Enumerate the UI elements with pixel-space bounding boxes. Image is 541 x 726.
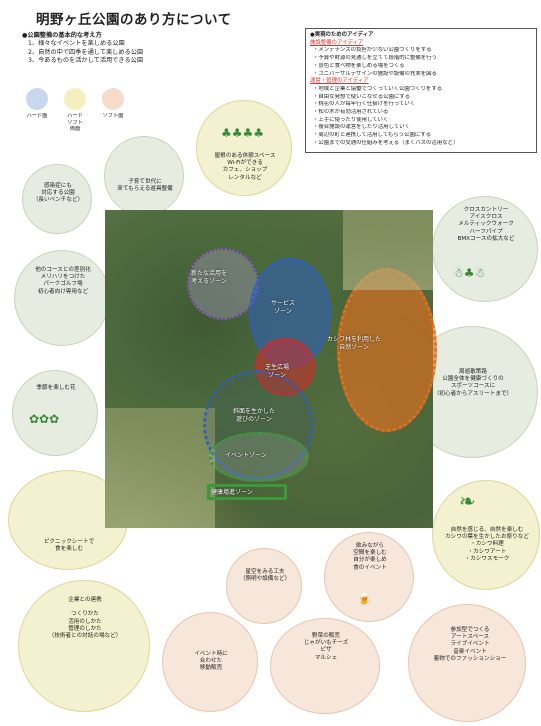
- page-title: 明野ヶ丘公園のあり方について: [36, 12, 232, 28]
- beer-icon: 🍺: [357, 592, 372, 606]
- flower-icon: ✿✿✿: [29, 412, 60, 426]
- bubble-text: 感染症にも 対応する公園 （長いベンチなど）: [32, 183, 84, 204]
- bubble-food-event: 飲みながら 空間を楽しむ 自分が楽しめ 食のイベント 🍺: [324, 532, 414, 622]
- zone-label: 健康増進ゾーン: [211, 489, 253, 496]
- bubble-flowers: 季節を楽しむ花 ✿✿✿: [12, 370, 98, 456]
- bubble-text: 屋根のある休憩スペース Wi-Fiができる カフェ、ショップ レンタルなど: [214, 153, 276, 181]
- people-icon: ♣♣♣♣: [221, 126, 265, 140]
- ideas-item: ・複合施設の運営をしたり活用していく: [313, 124, 410, 131]
- bubble-text: 飲みながら 空間を楽しむ 自分が楽しめ 食のイベント: [353, 543, 387, 571]
- zone-label: 新たな活用を 考えるゾーン: [191, 270, 228, 285]
- ideas-section-title: 運営・管理のアイディア: [310, 78, 369, 85]
- bubble-text: ピクニックシートで 食を楽しむ: [43, 539, 95, 553]
- legend-swatch-soft: [102, 88, 124, 110]
- zone-label: 芝生広場 ゾーン: [265, 364, 290, 379]
- policy-item: 1、様々なイベントを楽しめる公園: [28, 40, 125, 48]
- ideas-item: ・松の木が有効活用されている: [313, 109, 389, 116]
- ideas-item: ・ユニバーサルデザインの施設や設備の充実を図る: [313, 70, 437, 77]
- bubble-mobile-sale: イベント時に 合わせた 移動販売: [162, 612, 258, 712]
- bubble-marche: 野菜の販売 じゃがいもチーズ ピザ マルシェ: [270, 618, 380, 714]
- bubble-text: 野菜の販売 じゃがいもチーズ ピザ マルシェ: [303, 633, 349, 661]
- zone-label: カシワ林を利用した 自然ゾーン: [327, 336, 382, 351]
- ideas-item: ・周辺の町と連携して活用してもらう公園にする: [313, 132, 432, 139]
- bubble-infection: 感染症にも 対応する公園 （長いベンチなど）: [22, 164, 92, 234]
- snow-people-icon: ☃♣☃: [453, 266, 486, 280]
- ideas-item: ・自由な発想で使いこなせる公園にする: [313, 93, 411, 100]
- ideas-box: ●実現のためのアイディア 施設整備のアイディア ・メンテナンスの負担が少ない公園…: [305, 28, 537, 153]
- bubble-childcare: 子育て世代に 来てもらえる遊具整備: [104, 136, 184, 216]
- bubble-stars: 星空をみる工夫 （照明や設備など）: [226, 548, 302, 624]
- bubble-rest-space: ♣♣♣♣ 屋根のある休憩スペース Wi-Fiができる カフェ、ショップ レンタル…: [196, 100, 292, 196]
- legend-label-hard: ハード面: [26, 113, 48, 119]
- ideas-item: ・予算や財源の見通しを立てて段階的に整備を行う: [313, 55, 437, 62]
- policy-item: 2、自然の中で四季を通して楽しめる公園: [28, 48, 144, 56]
- ideas-item: ・桃花の人が毎年行く仕掛けを行っていく: [313, 101, 416, 108]
- legend-swatch-both: [64, 88, 86, 110]
- ideas-item: ・メンテナンスの負担が少ない公園づくりをする: [313, 47, 432, 54]
- bubble-art: 参加型でつくる アートスペース ライブイベント 音楽イベント 着物でのファッショ…: [408, 604, 526, 722]
- policy-block: ●公園整備の基本的な考え方 1、様々なイベントを楽しめる公園 2、自然の中で四季…: [22, 32, 290, 66]
- policy-heading: ●公園整備の基本的な考え方: [22, 32, 102, 39]
- ideas-heading: ●実現のためのアイディア: [310, 32, 374, 38]
- leaf-icon: ❧: [459, 489, 476, 513]
- bubble-enterprise: 企業との連携 つくりかた 活用のしかた 管理のしかた （技術者との対話の場など）: [18, 580, 150, 712]
- zone-label: 斜面を生かした 遊びのゾーン: [233, 408, 276, 423]
- ideas-item: ・公園までの交通の仕組みを考える（まくバスの活用など）: [313, 139, 459, 146]
- bubble-winter-sports: クロスカントリー アイスクロス メルティックウォーク ハーフパイプ BMXコース…: [432, 196, 538, 302]
- bubble-text: 周遊散策路 公園全体を健康づくりの スポーツコースに （初心者からアスリートまで…: [433, 369, 513, 397]
- legend-swatch-hard: [26, 88, 48, 110]
- zone-label: イベントゾーン: [225, 452, 267, 459]
- legend: ハード面 ハード ソフト 両面 ソフト面: [26, 88, 136, 132]
- legend-label-soft: ソフト面: [102, 113, 124, 119]
- bubble-text: イベント時に 合わせた 移動販売: [194, 651, 228, 672]
- bubble-text: 子育て世代に 来てもらえる遊具整備: [117, 179, 173, 193]
- ideas-item: ・地域と企業と協働でつくっていく公園づくりをする: [313, 85, 443, 92]
- bubble-text: 参加型でつくる アートスペース ライブイベント 音楽イベント 着物でのファッショ…: [433, 627, 507, 662]
- ideas-section-title: 施設整備のアイディア: [310, 39, 364, 46]
- legend-label-both: ハード ソフト 両面: [67, 113, 83, 132]
- aerial-map: 新たな活用を 考えるゾーン サービス ゾーン カシワ林を利用した 自然ゾーン 芝…: [105, 210, 437, 528]
- bubble-text: 星空をみる工夫 （照明や設備など）: [239, 569, 291, 583]
- zone-label: サービス ゾーン: [271, 300, 296, 315]
- bubble-text: 季節を楽しむ花: [36, 385, 76, 391]
- bubble-text: 他のコースとの差別化 メリハリをつけた パークゴルフ場 初心者向け専用など: [35, 267, 91, 295]
- bubble-kashiwa: ❧ 自然を感じる、自然を楽しむ カシワの葉を生かしたお祭りなど ・カシワ料理 ・…: [432, 480, 540, 590]
- policy-item: 3、今あるものを活かして活用できる公園: [28, 57, 144, 65]
- zone-event: [209, 432, 309, 482]
- ideas-item: ・上手に使ったり使用していく: [313, 116, 389, 123]
- bubble-text: クロスカントリー アイスクロス メルティックウォーク ハーフパイプ BMXコース…: [457, 207, 515, 242]
- bubble-text: 企業との連携 つくりかた 活用のしかた 管理のしかた （技術者との対話の場など）: [48, 597, 122, 640]
- ideas-item: ・景色と食べ物を楽しめる場をつくる: [313, 62, 405, 69]
- zone-health: [207, 484, 287, 500]
- bubble-text: 自然を感じる、自然を楽しむ カシワの葉を生かしたお祭りなど ・カシワ料理 ・カシ…: [445, 527, 529, 562]
- bubble-park-golf: 他のコースとの差別化 メリハリをつけた パークゴルフ場 初心者向け専用など: [14, 250, 110, 346]
